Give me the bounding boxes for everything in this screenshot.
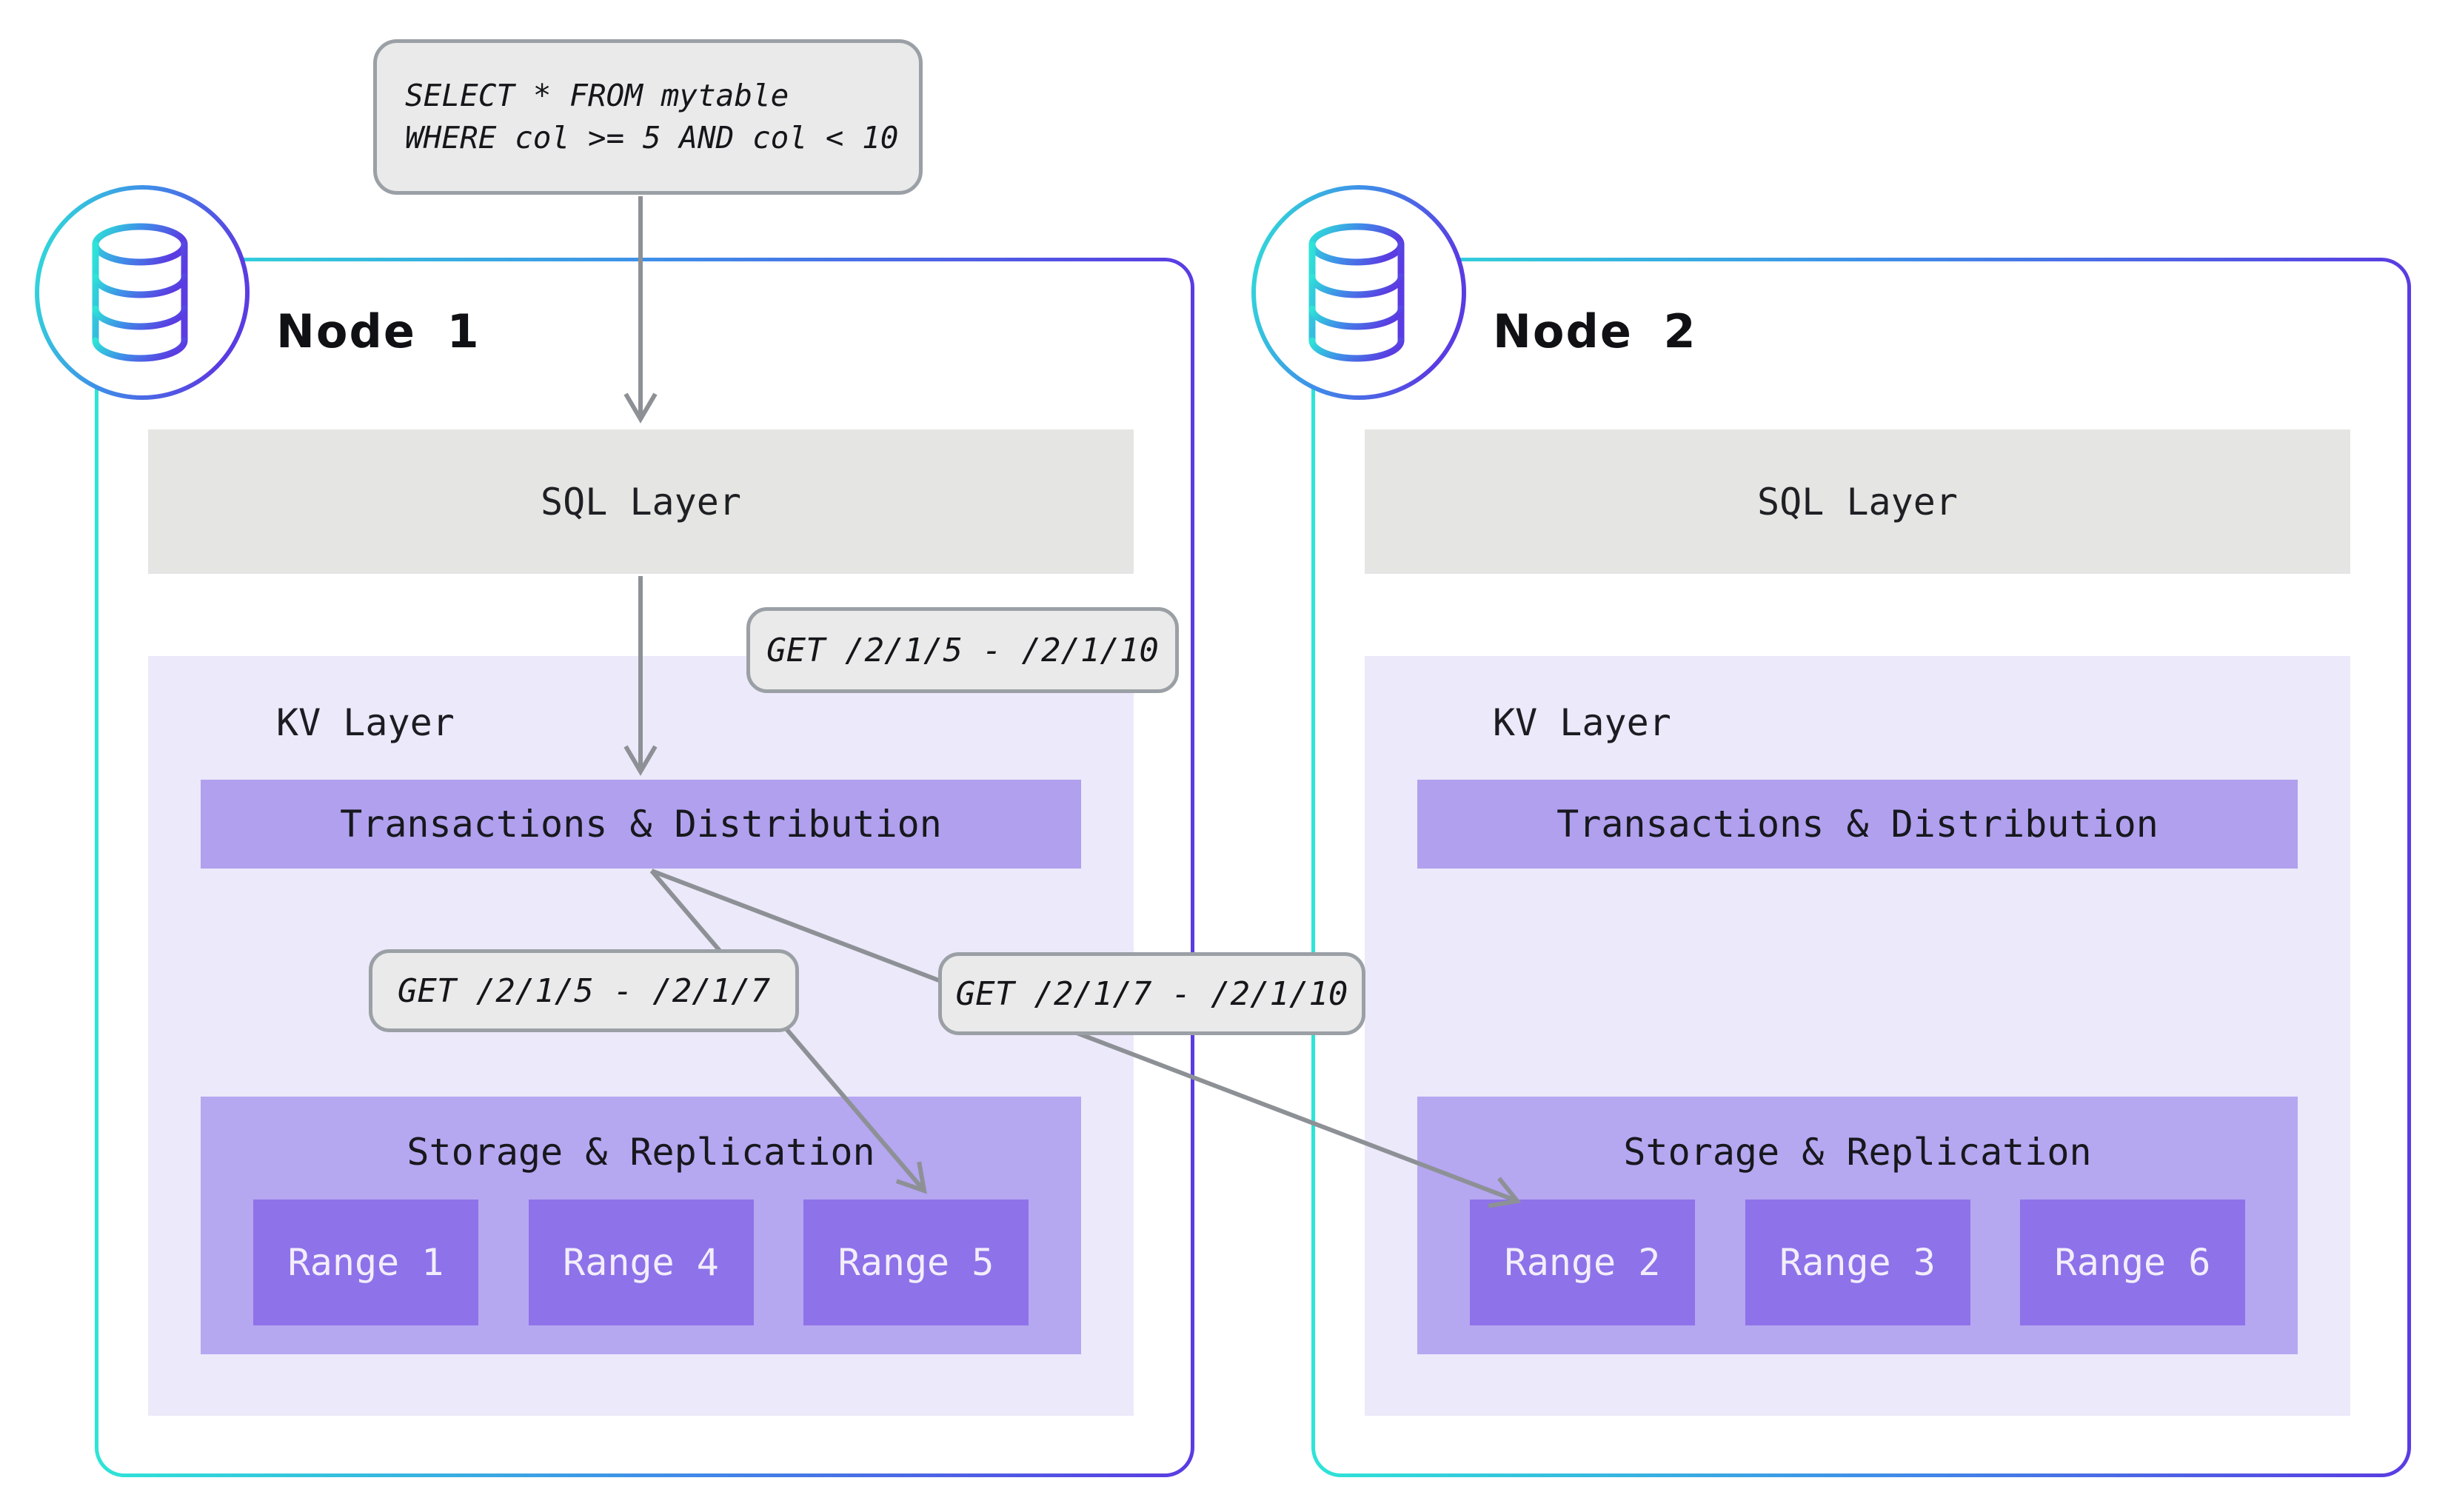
range-label: Range 1	[287, 1241, 444, 1284]
range-box: Range 3	[1745, 1200, 1970, 1325]
sql-layer-label: SQL Layer	[1757, 480, 1958, 523]
range-box: Range 4	[528, 1200, 754, 1325]
get-range-left-label: GET /2/1/5 - /2/1/7	[369, 949, 799, 1032]
get-range-full-label: GET /2/1/5 - /2/1/10	[746, 607, 1179, 693]
range-label: Range 4	[563, 1241, 719, 1284]
sql-layer-label: SQL Layer	[541, 480, 741, 523]
sql-query-line1: SELECT * FROM mytable	[405, 78, 789, 113]
kv-layer-label: KV Layer	[1493, 701, 1671, 744]
node-title: Node 1	[276, 304, 481, 358]
transactions-distribution-bar: Transactions & Distribution	[1417, 780, 2298, 869]
transactions-label: Transactions & Distribution	[1556, 803, 2159, 846]
node-title: Node 2	[1493, 304, 1697, 358]
range-box: Range 2	[1470, 1200, 1695, 1325]
range-row: Range 2 Range 3 Range 6	[1470, 1200, 2245, 1325]
range-label: Range 2	[1504, 1241, 1661, 1284]
range-box: Range 6	[2020, 1200, 2245, 1325]
sql-layer-bar: SQL Layer	[1365, 429, 2350, 574]
storage-replication-box: Storage & Replication Range 2 Range 3 Ra…	[1417, 1097, 2298, 1354]
sql-layer-bar: SQL Layer	[148, 429, 1134, 574]
range-label: Range 5	[837, 1241, 994, 1284]
database-icon	[1251, 185, 1466, 400]
transactions-distribution-bar: Transactions & Distribution	[201, 780, 1081, 869]
range-row: Range 1 Range 4 Range 5	[253, 1200, 1029, 1325]
database-icon	[35, 185, 250, 400]
storage-label: Storage & Replication	[407, 1131, 875, 1174]
range-box: Range 1	[253, 1200, 478, 1325]
range-label: Range 3	[1779, 1241, 1936, 1284]
sql-query-label: SELECT * FROM mytable WHERE col >= 5 AND…	[373, 39, 923, 195]
get-range-right-label: GET /2/1/7 - /2/1/10	[938, 952, 1365, 1035]
range-label: Range 6	[2054, 1241, 2211, 1284]
range-box: Range 5	[803, 1200, 1029, 1325]
storage-replication-box: Storage & Replication Range 1 Range 4 Ra…	[201, 1097, 1081, 1354]
kv-layer-label: KV Layer	[276, 701, 455, 744]
sql-query-line2: WHERE col >= 5 AND col < 10	[405, 120, 899, 155]
storage-label: Storage & Replication	[1623, 1131, 2092, 1174]
transactions-label: Transactions & Distribution	[340, 803, 942, 846]
